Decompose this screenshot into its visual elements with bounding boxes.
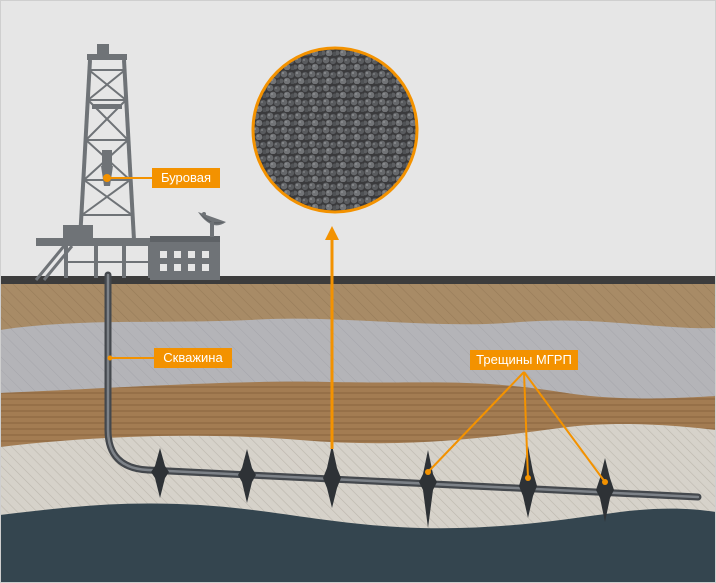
bedrock-layer (0, 503, 716, 583)
well-label: Скважина (163, 350, 223, 365)
up-arrow-icon (325, 226, 339, 449)
rig-callout: Буровая (110, 168, 220, 188)
fracture-5 (519, 446, 537, 518)
fractures-callout: Трещины МГРП (425, 350, 608, 485)
proppant-magnifier-icon (251, 46, 419, 214)
fracture-2 (238, 449, 256, 503)
fractures-label: Трещины МГРП (476, 352, 572, 367)
fractures-group (151, 445, 614, 528)
fracture-3 (323, 445, 341, 508)
satellite-dish-icon (198, 212, 226, 237)
well-callout: Скважина (107, 348, 232, 368)
control-building (150, 236, 220, 280)
fracture-4 (419, 450, 437, 528)
drilling-rig-icon (34, 44, 158, 281)
rig-label: Буровая (161, 170, 211, 185)
fracture-6 (596, 458, 614, 522)
ground-surface (0, 276, 716, 284)
fracture-1 (151, 448, 169, 498)
well-pipe-highlight (106, 273, 700, 499)
